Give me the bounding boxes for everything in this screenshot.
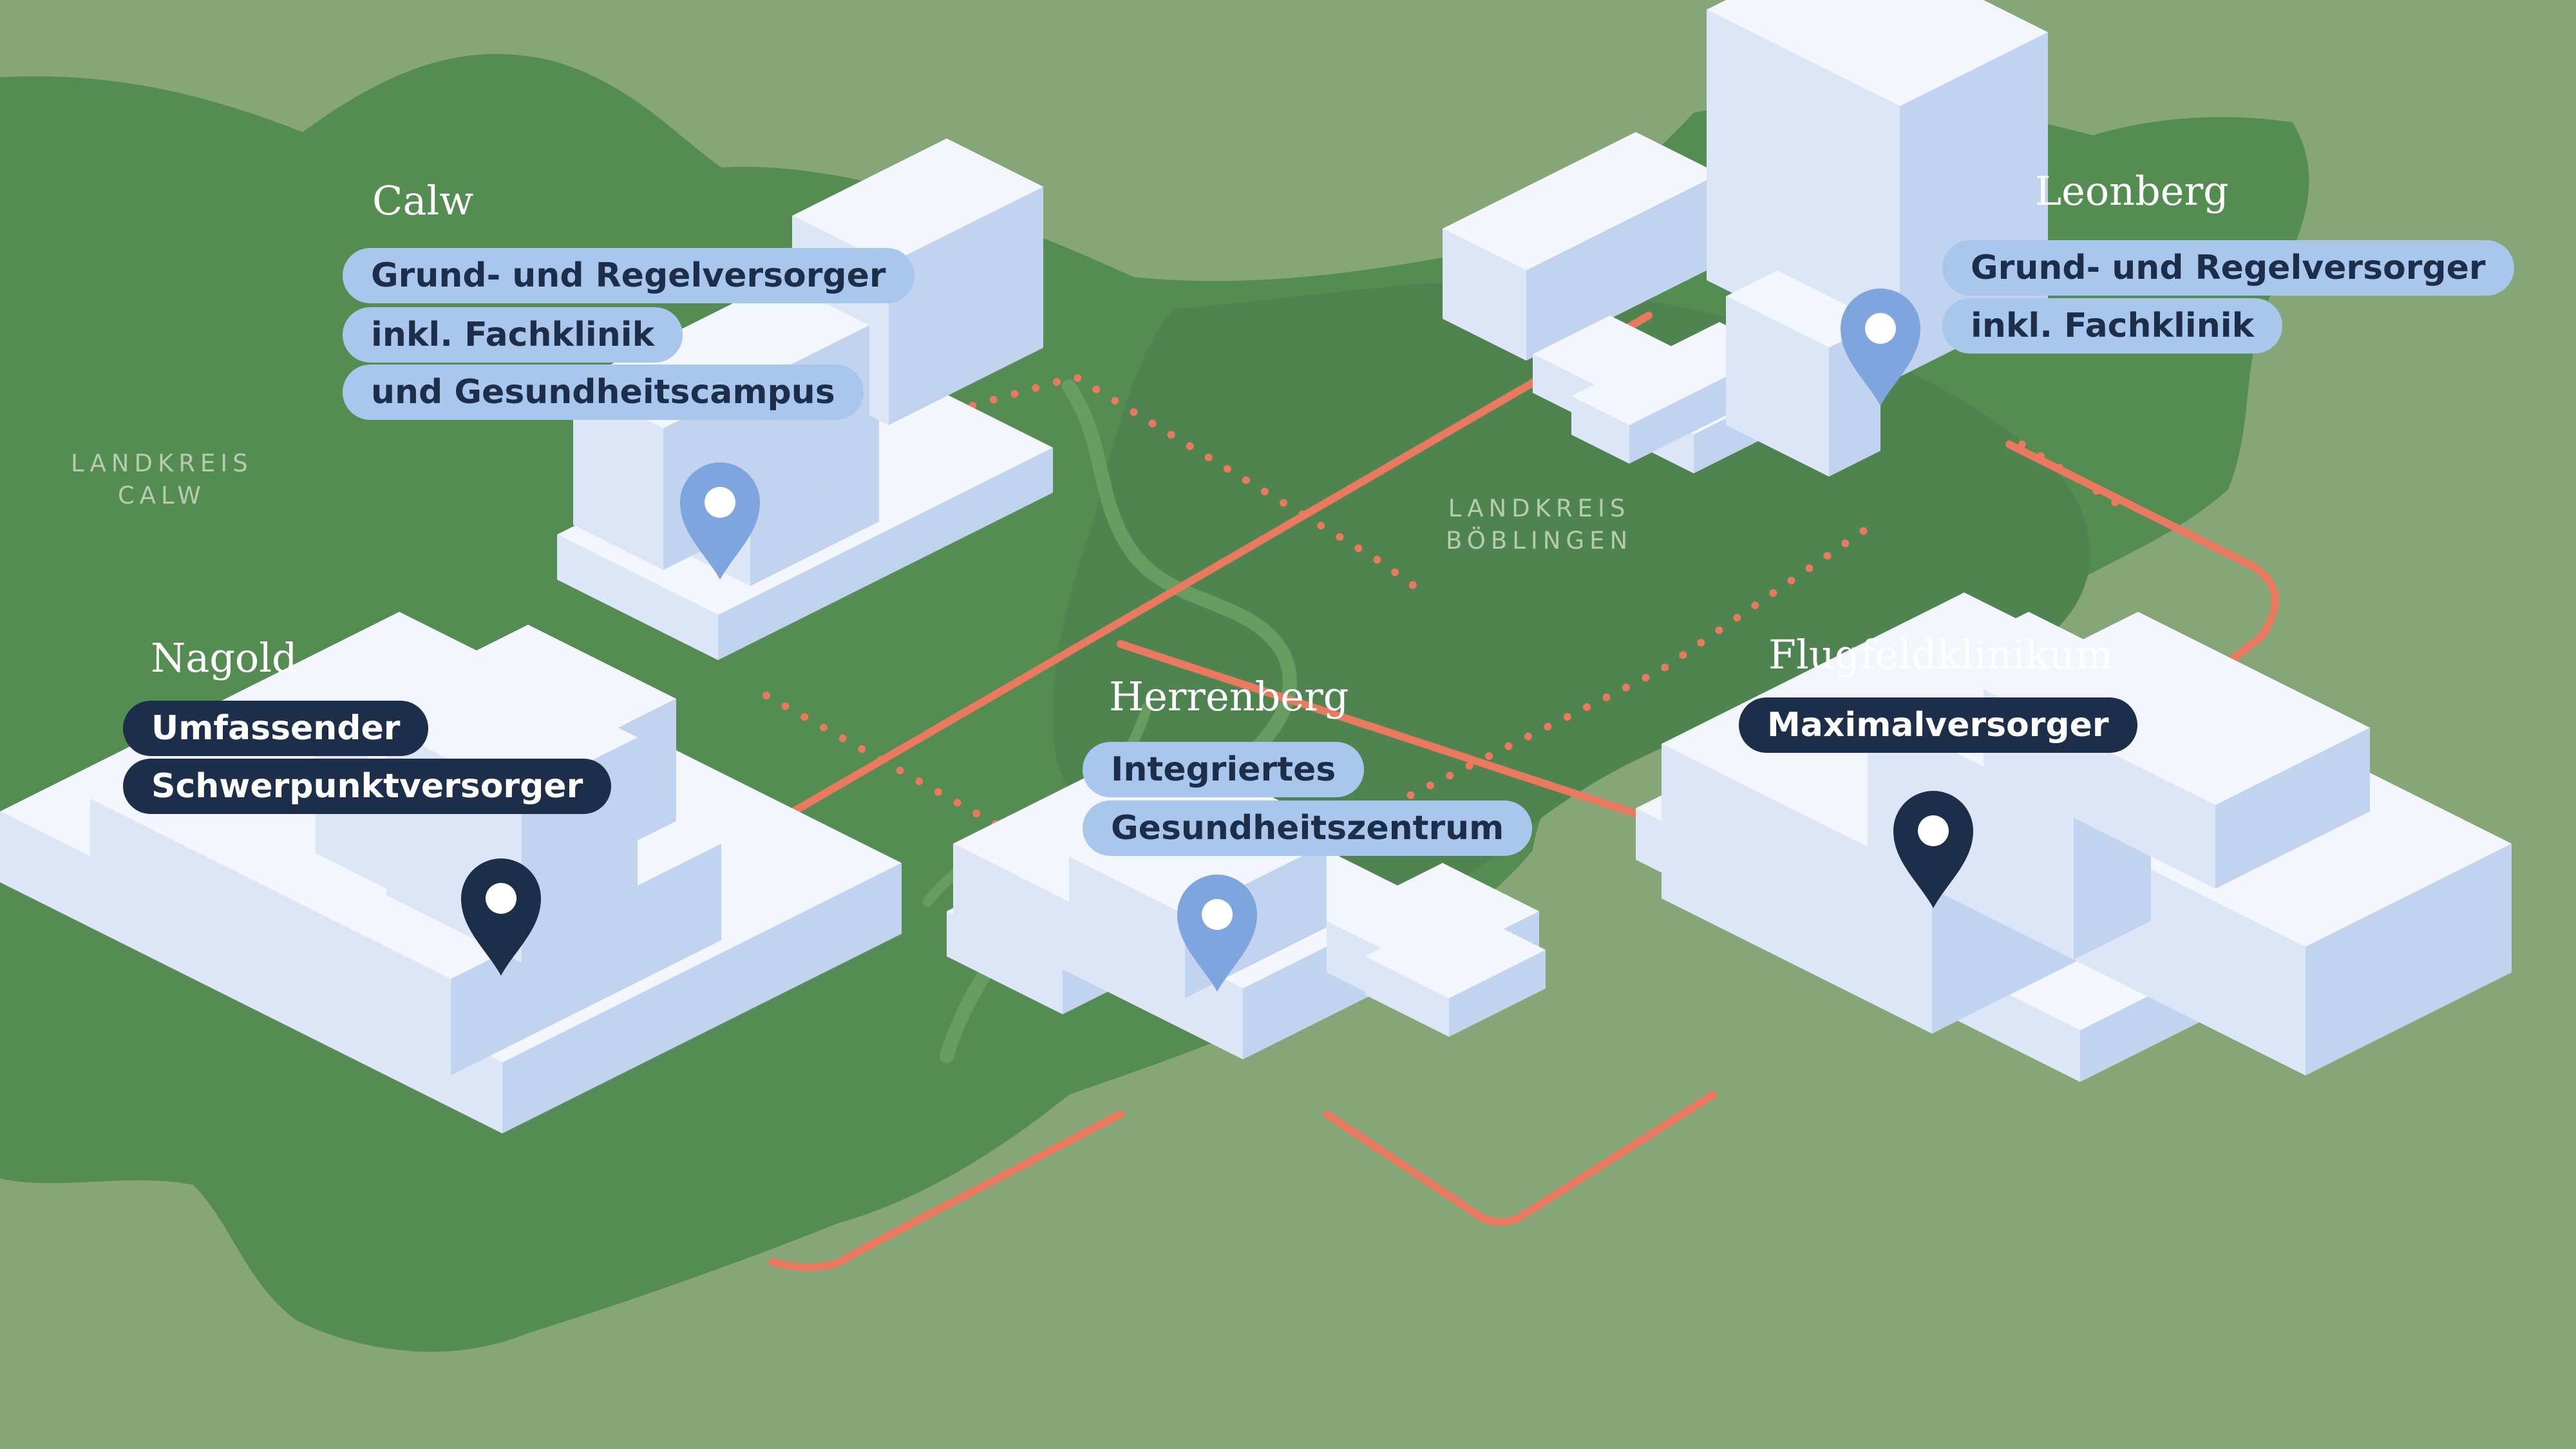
site-name-leonberg: Leonberg <box>2035 167 2229 214</box>
map-pin-icon-herrenberg-body <box>1177 875 1257 992</box>
site-name-flugfeld: Flugfeldklinikum <box>1768 631 2113 678</box>
site-label-nagold-1: Umfassender <box>123 701 429 756</box>
route-calw-herrenberg-dotted <box>762 692 1034 848</box>
leonberg-wing-a-left <box>1443 229 1526 361</box>
map-pin-icon-flugfeld-hole <box>1918 815 1949 846</box>
nagold-mid-left <box>90 799 451 1075</box>
calw-base-right <box>718 448 1053 660</box>
map-pin-icon-herrenberg <box>1177 875 1257 992</box>
herrenberg-wing-left <box>1365 956 1449 1037</box>
map-pin-icon-nagold-hole <box>486 883 516 914</box>
site-label-leonberg-2: inkl. Fachklinik <box>1942 298 2283 354</box>
route-nagold-herrenberg <box>769 1110 1124 1271</box>
leonberg-main-top <box>1707 0 2048 106</box>
site-label-herrenberg-1: Integriertes <box>1083 742 1365 797</box>
route-herrenberg-flugfeld <box>1323 1091 1717 1226</box>
herrenberg-base-left <box>947 911 1063 1014</box>
site-label-leonberg-1: Grund- und Regelversorger <box>1942 240 2514 296</box>
calw-tower-right <box>889 187 1043 425</box>
map-pin-icon-leonberg <box>1841 289 1920 406</box>
map-pin-icon-calw-hole <box>705 487 735 518</box>
district-label-boeblingen: LANDKREIS BÖBLINGEN <box>1446 495 1633 554</box>
site-label-calw-1: Grund- und Regelversorger <box>343 248 914 303</box>
site-name-nagold: Nagold <box>151 634 298 681</box>
map-pin-icon-leonberg-hole <box>1865 313 1896 344</box>
map-pin-icon-calw-body <box>680 462 760 580</box>
map-pin-icon-leonberg-body <box>1841 289 1920 406</box>
route-leonberg-flugfeld <box>2005 440 2279 706</box>
route-nagold-leonberg <box>679 312 1653 880</box>
site-name-calw: Calw <box>372 177 474 224</box>
calw-hall-left <box>573 383 663 570</box>
map-pin-icon-calw <box>680 462 760 580</box>
leonberg-arm-b-left <box>1571 396 1629 464</box>
site-label-nagold-2: Schwerpunktversorger <box>123 759 612 814</box>
building-leonberg <box>1443 0 2048 477</box>
site-name-herrenberg: Herrenberg <box>1109 673 1349 720</box>
calw-tower-top <box>792 138 1043 264</box>
leonberg-arm-c-left <box>1726 296 1829 477</box>
leonberg-wing-a-top <box>1443 132 1719 270</box>
herrenberg-wing-right <box>1449 950 1546 1037</box>
district-label-calw: LANDKREIS CALW <box>71 450 253 509</box>
site-label-calw-3: und Gesundheitscampus <box>343 365 864 420</box>
flugfeld-west-left <box>1662 744 1932 1034</box>
herrenberg-core-left <box>1069 857 1185 998</box>
nagold-base-right <box>502 863 902 1133</box>
map-pin-icon-flugfeld-body <box>1893 791 1973 908</box>
site-label-flugfeld-1: Maximalversorger <box>1739 697 2137 753</box>
route-leonberg-dotted <box>2018 440 2129 513</box>
location-pins <box>461 289 1973 992</box>
map-pin-icon-herrenberg-hole <box>1202 899 1233 930</box>
flugfeld-east-right <box>2306 844 2512 1075</box>
flugfeld-mid-top <box>1984 612 2370 805</box>
map-pin-icon-nagold-body <box>461 858 541 976</box>
herrenberg-wing-top <box>1365 908 1546 998</box>
route-calw-boeblingen-dotted <box>969 372 1427 596</box>
site-label-calw-2: inkl. Fachklinik <box>343 307 683 363</box>
nagold-mid-right <box>451 844 721 1075</box>
map-pin-icon-flugfeld <box>1893 791 1973 908</box>
leonberg-wing-a-right <box>1526 174 1719 361</box>
map-pin-icon-nagold <box>461 858 541 976</box>
site-label-herrenberg-2: Gesundheitszentrum <box>1083 800 1533 856</box>
herrenberg-annex-top <box>1327 863 1539 969</box>
calw-base-left <box>557 535 718 660</box>
flugfeld-mid-right <box>2215 728 2370 889</box>
